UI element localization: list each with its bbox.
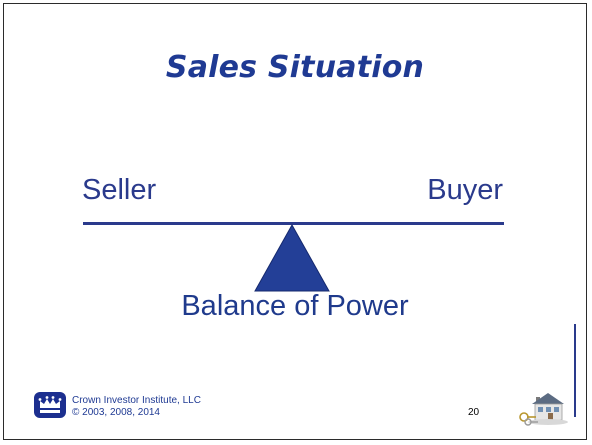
slide-title: Sales Situation xyxy=(165,50,425,85)
company-name: Crown Investor Institute, LLC xyxy=(72,395,201,406)
slide: Sales Situation Seller Buyer Balance of … xyxy=(3,3,587,440)
balance-beam xyxy=(83,222,504,225)
balance-of-power-caption: Balance of Power xyxy=(181,290,409,322)
house-keys-icon xyxy=(519,393,568,426)
corner-accent-line xyxy=(574,324,576,417)
copyright-line: © 2003, 2008, 2014 xyxy=(72,407,160,418)
page-number: 20 xyxy=(468,407,480,418)
buyer-label: Buyer xyxy=(427,174,503,206)
crown-icon xyxy=(34,392,66,418)
seller-label: Seller xyxy=(82,174,157,206)
footer-text: Crown Investor Institute, LLC © 2003, 20… xyxy=(72,395,201,419)
fulcrum-triangle xyxy=(254,224,330,292)
